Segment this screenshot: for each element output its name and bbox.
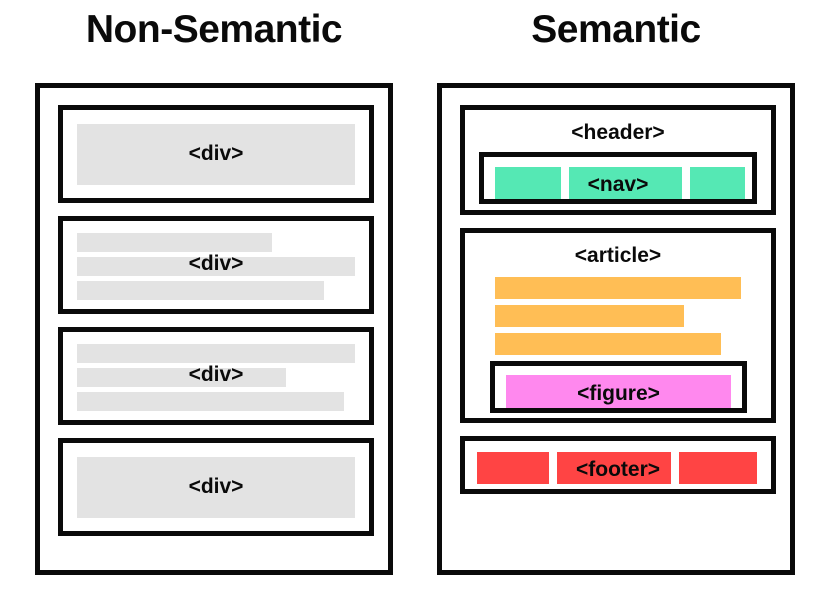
content-bar — [77, 281, 324, 300]
figure-section[interactable]: <figure> — [490, 361, 747, 413]
article-bar-2 — [495, 305, 684, 327]
article-bar-3 — [495, 333, 721, 355]
footer-item-1[interactable] — [477, 452, 549, 484]
figure-image — [506, 375, 731, 408]
semantic-page-box: <header> <nav> <article> <figure> — [437, 83, 795, 575]
content-bar — [77, 233, 272, 252]
non-semantic-page-box: <div> <div> <div> <div> — [35, 83, 393, 575]
nav-item-1[interactable] — [495, 167, 561, 199]
article-bar-1 — [495, 277, 741, 299]
article-section-label: <article> — [574, 244, 662, 267]
content-bar — [77, 457, 355, 518]
header-section[interactable]: <header> <nav> — [460, 105, 776, 215]
footer-item-3[interactable] — [679, 452, 757, 484]
div-block-1[interactable]: <div> — [58, 105, 374, 203]
article-section[interactable]: <article> <figure> — [460, 228, 776, 423]
non-semantic-column: Non-Semantic <div> <div> <div> — [35, 0, 393, 593]
div-block-2[interactable]: <div> — [58, 216, 374, 314]
content-bar — [77, 368, 286, 387]
content-bar — [77, 124, 355, 185]
div-block-4[interactable]: <div> — [58, 438, 374, 536]
header-section-label: <header> — [571, 121, 665, 144]
footer-section[interactable]: <footer> — [460, 436, 776, 494]
footer-item-2[interactable] — [557, 452, 671, 484]
content-bar — [77, 257, 355, 276]
content-bar — [77, 392, 344, 411]
nav-item-2[interactable] — [569, 167, 682, 199]
content-bar — [77, 344, 355, 363]
nav-item-3[interactable] — [690, 167, 745, 199]
div-block-3[interactable]: <div> — [58, 327, 374, 425]
semantic-column: Semantic <header> <nav> <article> — [437, 0, 795, 593]
page-title-semantic: Semantic — [531, 8, 701, 51]
nav-section[interactable]: <nav> — [479, 152, 757, 204]
page-title-non-semantic: Non-Semantic — [85, 8, 343, 51]
